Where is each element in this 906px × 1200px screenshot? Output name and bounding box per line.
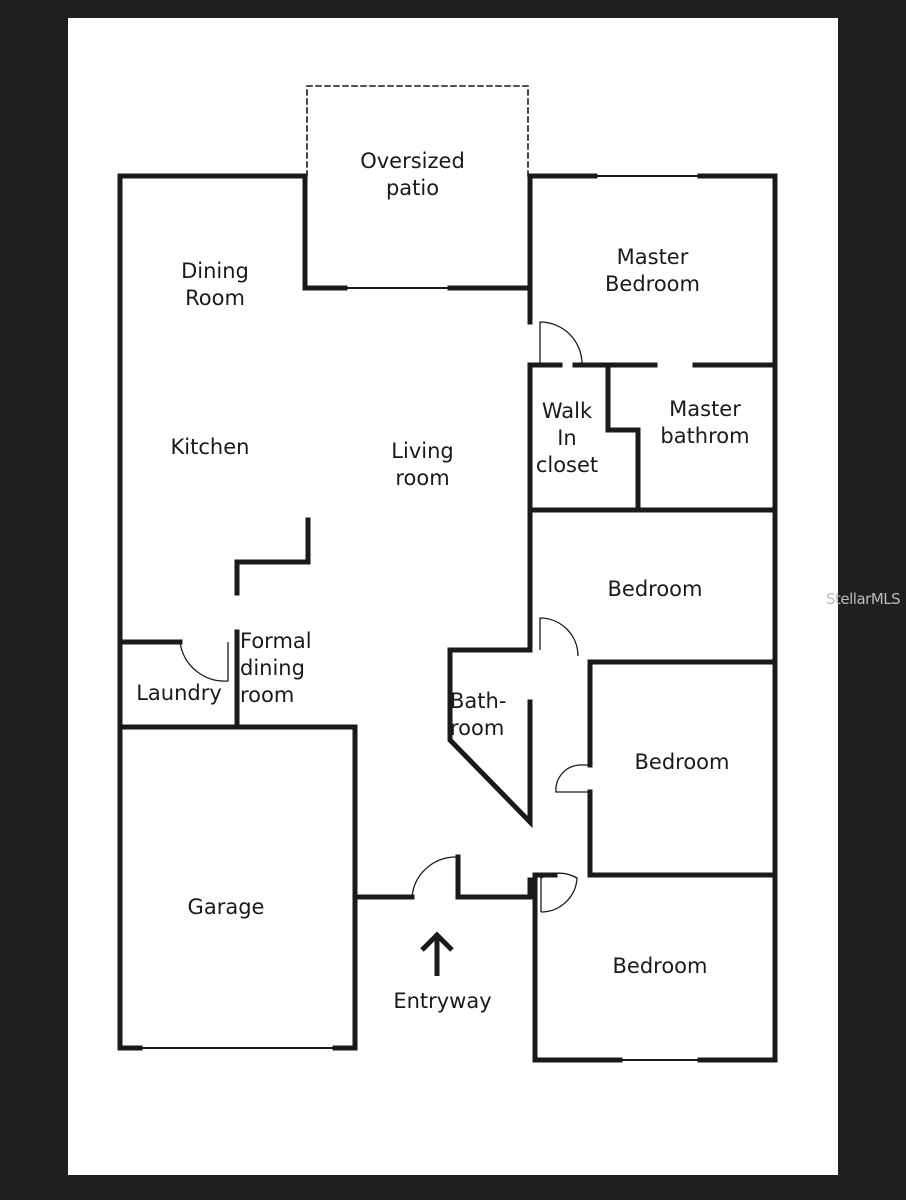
label-garage: Garage — [187, 895, 265, 919]
right-outer-wall — [527, 173, 778, 1063]
label-entryway: Entryway — [393, 989, 492, 1013]
laundry-wall — [117, 629, 240, 730]
label-living-room: Living room — [391, 439, 454, 490]
label-master-bedroom: Master Bedroom — [605, 245, 700, 296]
entry-wall — [352, 854, 533, 900]
patio-outline — [306, 85, 529, 177]
label-walk-in-closet: Walk In closet — [535, 399, 599, 477]
entry-arrow-icon — [420, 931, 454, 976]
label-bathroom: Bath- room — [450, 689, 507, 740]
closet-wall — [605, 362, 641, 513]
patio-wall — [302, 173, 531, 291]
floor-plan-sheet — [68, 18, 838, 1175]
door-bedroom — [539, 617, 579, 657]
label-dining-room: Dining Room — [181, 259, 249, 310]
label-patio: Oversized patio — [360, 149, 465, 200]
label-bedroom-2: Bedroom — [634, 750, 730, 774]
label-master-bathroom: Master bathrom — [660, 397, 750, 448]
kitchen-partition — [234, 517, 311, 596]
door-closet — [539, 321, 583, 365]
label-laundry: Laundry — [136, 681, 222, 705]
door-entry — [411, 856, 457, 898]
label-kitchen: Kitchen — [170, 435, 250, 459]
bathroom-wall — [447, 647, 533, 829]
label-formal-dining-room: Formal dining room — [240, 629, 312, 707]
outer-wall-left — [117, 173, 308, 1051]
bedroom2-wall — [537, 659, 778, 878]
label-bedroom-1: Bedroom — [607, 577, 703, 601]
label-bedroom-3: Bedroom — [612, 954, 708, 978]
door-bedroom3 — [540, 872, 578, 913]
watermark: StellarMLS — [826, 590, 901, 608]
door-bedroom2 — [555, 764, 590, 793]
door-laundry — [179, 641, 229, 682]
windows — [139, 175, 701, 1061]
garage-wall — [117, 724, 358, 1051]
